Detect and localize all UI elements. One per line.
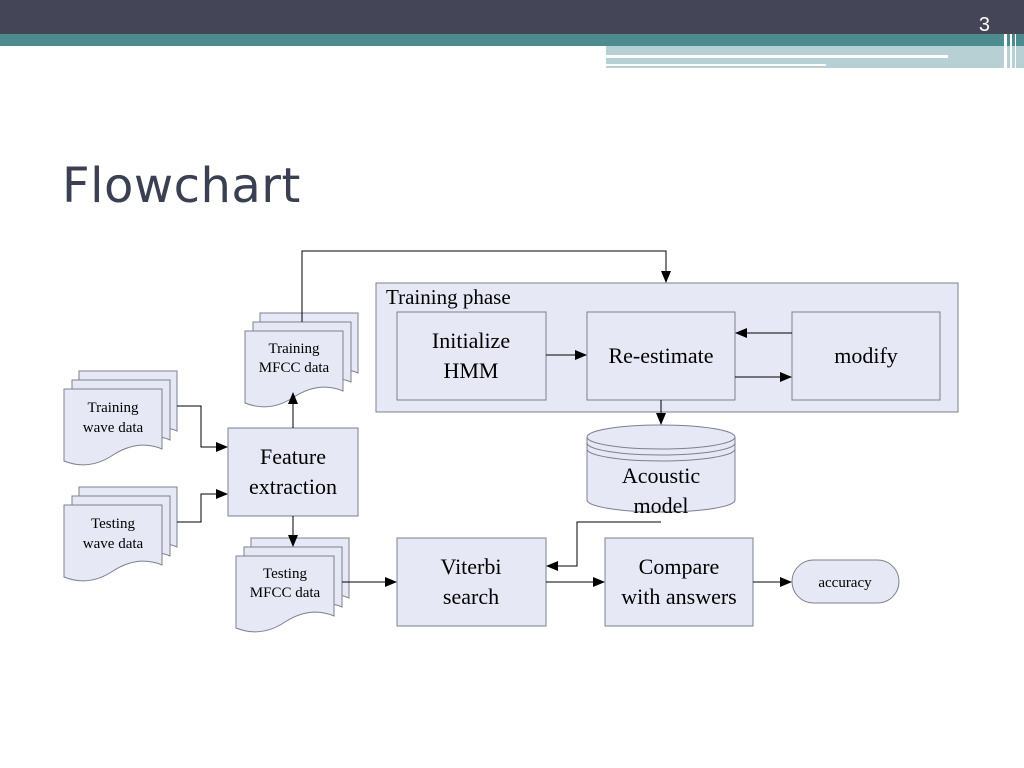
acoustic-model-node: Acoustic model	[586, 424, 736, 518]
svg-text:Testing: Testing	[263, 566, 307, 582]
svg-text:Testing: Testing	[91, 516, 135, 532]
arrow-training-wave-to-feature	[177, 405, 228, 452]
testing-mfcc-data-node: Testing MFCC data	[235, 537, 350, 633]
svg-text:extraction: extraction	[249, 474, 337, 499]
viterbi-search-node: Viterbi search	[396, 537, 547, 627]
training-mfcc-data-node: Training MFCC data	[244, 312, 359, 408]
svg-text:Acoustic: Acoustic	[622, 463, 700, 488]
svg-text:wave data: wave data	[83, 420, 144, 436]
feature-extraction-node: Feature extraction	[227, 427, 359, 517]
svg-text:Initialize: Initialize	[432, 328, 510, 353]
svg-text:Re-estimate: Re-estimate	[608, 343, 713, 368]
svg-text:modify: modify	[834, 343, 898, 368]
slide-title: Flowchart	[62, 158, 301, 214]
svg-text:accuracy: accuracy	[818, 575, 872, 591]
initialize-hmm-node: Initialize HMM	[396, 311, 547, 401]
svg-text:Feature: Feature	[260, 444, 326, 469]
svg-text:MFCC data: MFCC data	[259, 360, 330, 376]
header-stripe	[1004, 34, 1007, 68]
training-wave-data-node: Training wave data	[63, 370, 178, 466]
header-teal-band	[0, 34, 1024, 46]
training-phase-label: Training phase	[386, 285, 511, 309]
header-white-line	[606, 64, 826, 66]
arrow-training-mfcc-to-training-phase	[301, 250, 671, 322]
modify-node: modify	[791, 311, 941, 401]
svg-text:HMM: HMM	[443, 358, 498, 383]
svg-text:MFCC data: MFCC data	[250, 585, 321, 601]
arrow-testing-wave-to-feature	[177, 489, 228, 523]
arrow-acoustic-model-to-viterbi	[546, 521, 661, 571]
svg-text:search: search	[443, 584, 499, 609]
svg-text:Viterbi: Viterbi	[441, 554, 502, 579]
header-white-line	[606, 55, 948, 58]
connectors	[177, 250, 792, 587]
svg-text:wave data: wave data	[83, 536, 144, 552]
svg-text:Training: Training	[268, 341, 320, 357]
svg-text:Training: Training	[87, 400, 139, 416]
svg-text:Compare: Compare	[639, 554, 720, 579]
testing-wave-data-node: Testing wave data	[63, 486, 178, 582]
header-bar	[0, 0, 1024, 34]
re-estimate-node: Re-estimate	[586, 311, 736, 401]
accuracy-node: accuracy	[791, 559, 900, 604]
header-stripe	[1010, 34, 1012, 68]
compare-with-answers-node: Compare with answers	[604, 537, 754, 627]
page-number: 3	[978, 14, 990, 36]
svg-text:model: model	[634, 493, 689, 518]
svg-text:with answers: with answers	[621, 584, 736, 609]
header-stripe	[1015, 34, 1016, 68]
